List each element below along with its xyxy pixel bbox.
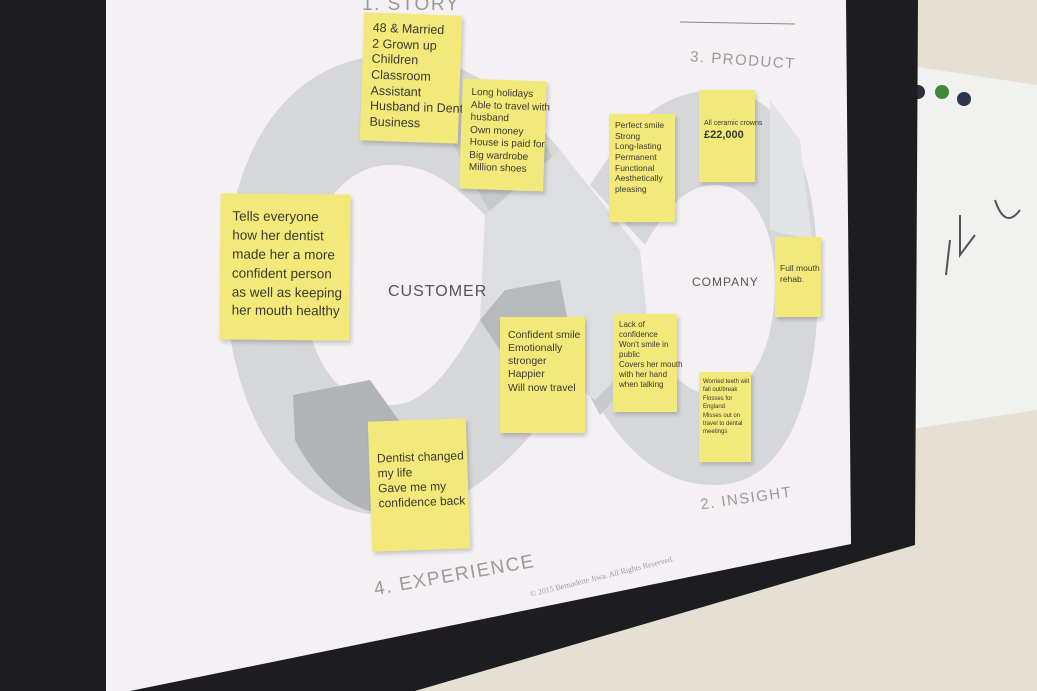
note-line: her mouth healthy (231, 302, 340, 319)
note-line: Misses out on (703, 412, 741, 419)
note-line: confidence back (378, 493, 466, 511)
note-line: Worried teeth will (703, 379, 749, 385)
note-line: fall out/break (703, 387, 738, 394)
note-line: Will now travel (508, 381, 576, 394)
note-line: pleasing (615, 183, 647, 194)
note-line: Permanent (615, 151, 657, 162)
note-line: Long-lasting (615, 141, 662, 152)
title-underline (679, 21, 796, 25)
note-line: made her a more (232, 246, 335, 263)
note-line: Full mouth (780, 263, 820, 273)
magnet-icon (935, 85, 949, 99)
note-line: Happier (508, 368, 545, 381)
note-line: Tells everyone (232, 208, 319, 225)
note-line: public (619, 350, 640, 359)
company-label: COMPANY (692, 275, 759, 289)
note-line: Flosses for (703, 395, 733, 402)
note-line: Business (369, 114, 421, 131)
note-line: Confident smile (508, 329, 581, 341)
note-line: travel to dental (703, 420, 743, 427)
note-line: Aesthetically (615, 173, 663, 184)
note-line: how her dentist (232, 227, 324, 244)
customer-label: CUSTOMER (388, 283, 488, 300)
note-line: Strong (615, 130, 641, 141)
note-line: All ceramic crowns (704, 120, 763, 127)
note-line: Emotionally (508, 342, 563, 355)
note-line: rehab. (780, 273, 805, 284)
note-line: meetings (703, 429, 728, 436)
note-line: confident person (231, 265, 332, 282)
note-line: Perfect smile (615, 120, 665, 130)
note-line: when talking (619, 380, 664, 389)
step-story: 1. STORY (362, 0, 460, 15)
whiteboard-scribble (945, 199, 1021, 276)
note-line: confidence (619, 330, 658, 339)
note-line: Lack of (619, 320, 645, 329)
whiteboard (905, 65, 1037, 430)
note-line: England (703, 404, 726, 411)
note-line: as well as keeping (231, 284, 343, 301)
note-line: stronger (508, 355, 547, 368)
note-line: Covers her mouth (619, 360, 683, 369)
note-line: Million shoes (468, 161, 527, 175)
note-line: Functional (615, 162, 655, 173)
note-product-price: All ceramic crowns£22,000 (699, 90, 763, 182)
note-line: Dentist changed (376, 448, 464, 466)
product-highlight (770, 100, 812, 240)
note-tells-everyone: Tells everyone how her dentist made her a … (219, 193, 351, 341)
note-line: Won't smile in (619, 340, 669, 349)
price-value: £22,000 (704, 128, 744, 141)
magnet-icon (957, 92, 971, 106)
note-line: with her hand (619, 370, 668, 379)
